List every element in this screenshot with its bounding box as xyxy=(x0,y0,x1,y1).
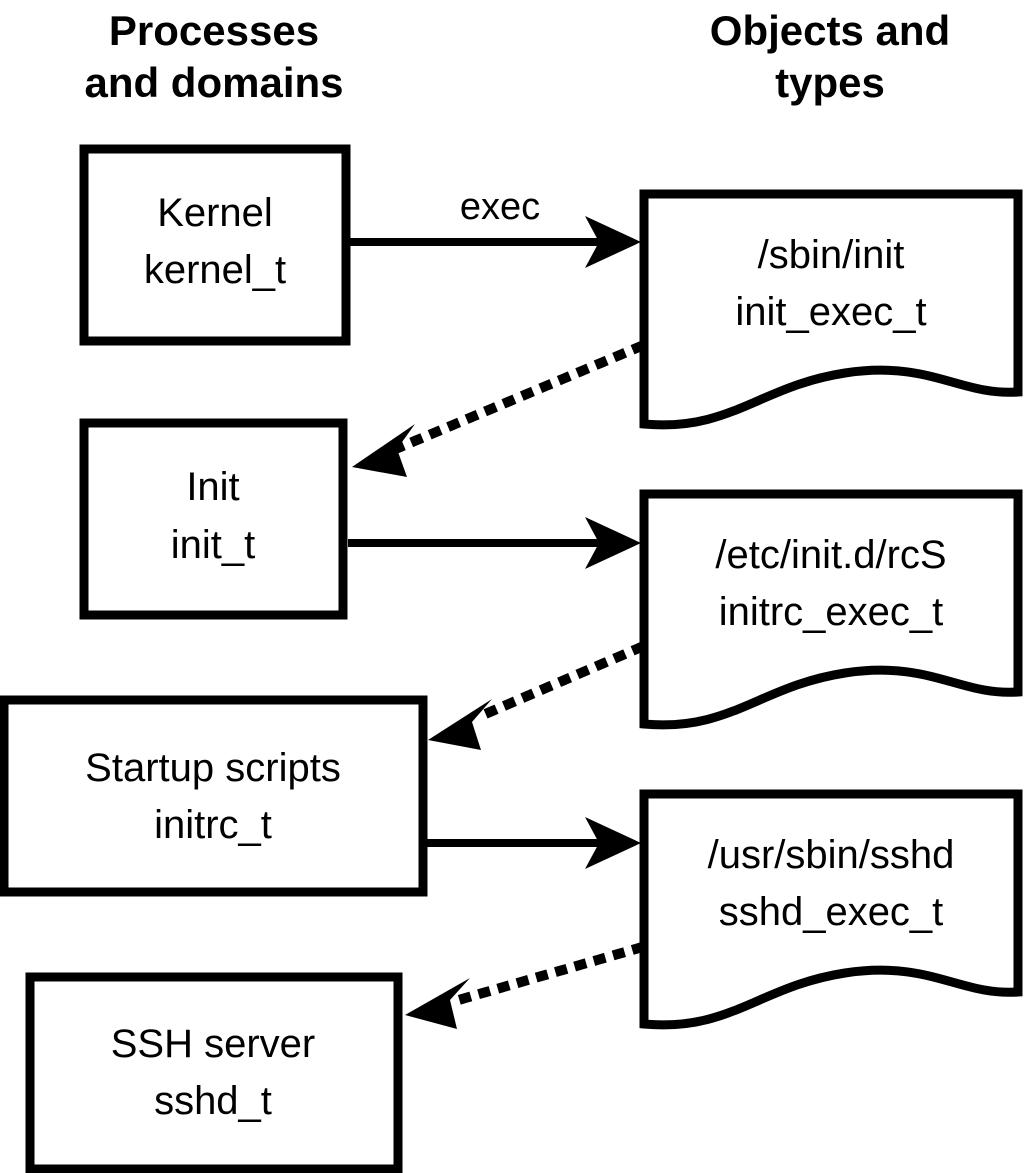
arrow-head-sshd-transition xyxy=(405,978,470,1029)
node-usr-sbin-sshd-document-shape[interactable] xyxy=(639,789,1023,1030)
column-header-processes-line1: Processes xyxy=(109,7,319,54)
arrow-head-init-exec xyxy=(585,517,641,569)
node-startup-scripts[interactable]: Startup scripts initrc_t xyxy=(0,695,428,897)
edge-line-rcs-transition xyxy=(469,641,646,725)
node-init-box[interactable] xyxy=(79,418,348,620)
column-header-objects-line1: Objects and xyxy=(710,7,950,54)
arrow-head-initrc-exec xyxy=(585,817,641,869)
node-ssh-server-line2: sshd_t xyxy=(154,1079,272,1123)
node-sbin-init-line1: /sbin/init xyxy=(758,233,905,277)
edge-rcs-transition-initrc xyxy=(428,641,646,750)
node-ssh-server[interactable]: SSH server sshd_t xyxy=(25,972,403,1173)
edge-label-exec: exec xyxy=(460,186,540,228)
edge-line-sshd-transition xyxy=(448,941,646,1008)
column-header-objects: Objects and types xyxy=(710,7,950,106)
node-etc-initd-rcs-document-shape[interactable] xyxy=(639,489,1023,730)
node-usr-sbin-sshd-line1: /usr/sbin/sshd xyxy=(708,833,955,877)
node-init[interactable]: Init init_t xyxy=(79,418,348,620)
node-init-line1: Init xyxy=(186,465,239,509)
node-startup-scripts-line2: initrc_t xyxy=(154,803,272,847)
node-kernel-line1: Kernel xyxy=(157,191,273,235)
node-usr-sbin-sshd-line2: sshd_exec_t xyxy=(719,890,944,934)
node-etc-initd-rcs-line1: /etc/init.d/rcS xyxy=(715,533,946,577)
node-startup-scripts-line1: Startup scripts xyxy=(85,746,341,790)
node-etc-initd-rcs-line2: initrc_exec_t xyxy=(719,590,944,634)
node-sbin-init-document-shape[interactable] xyxy=(639,189,1023,430)
edge-kernel-exec-sbin-init: exec xyxy=(350,186,641,268)
node-ssh-server-box[interactable] xyxy=(25,972,403,1173)
node-sbin-init-line2: init_exec_t xyxy=(735,290,926,334)
arrow-head-kernel-exec xyxy=(585,216,641,268)
node-sbin-init[interactable]: /sbin/init init_exec_t xyxy=(639,189,1023,430)
edge-sshd-transition-ssh-server xyxy=(405,941,646,1029)
node-kernel-box[interactable] xyxy=(79,144,351,346)
column-header-processes: Processes and domains xyxy=(84,7,343,106)
node-kernel[interactable]: Kernel kernel_t xyxy=(79,144,351,346)
column-header-objects-line2: types xyxy=(775,59,885,106)
node-init-line2: init_t xyxy=(171,523,256,567)
arrow-head-rcs-transition xyxy=(428,699,492,750)
edge-init-exec-rcs xyxy=(348,517,641,569)
node-etc-initd-rcs[interactable]: /etc/init.d/rcS initrc_exec_t xyxy=(639,489,1023,730)
edge-initrc-exec-sshd xyxy=(427,817,641,869)
node-ssh-server-line1: SSH server xyxy=(111,1022,316,1066)
edge-line-sbin-init-transition xyxy=(391,340,646,455)
node-startup-scripts-box[interactable] xyxy=(0,695,428,897)
node-kernel-line2: kernel_t xyxy=(144,248,286,292)
arrow-head-sbin-init-transition xyxy=(352,424,415,477)
edge-sbin-init-transition-init xyxy=(352,340,646,477)
node-usr-sbin-sshd[interactable]: /usr/sbin/sshd sshd_exec_t xyxy=(639,789,1023,1030)
column-header-processes-line2: and domains xyxy=(84,59,343,106)
